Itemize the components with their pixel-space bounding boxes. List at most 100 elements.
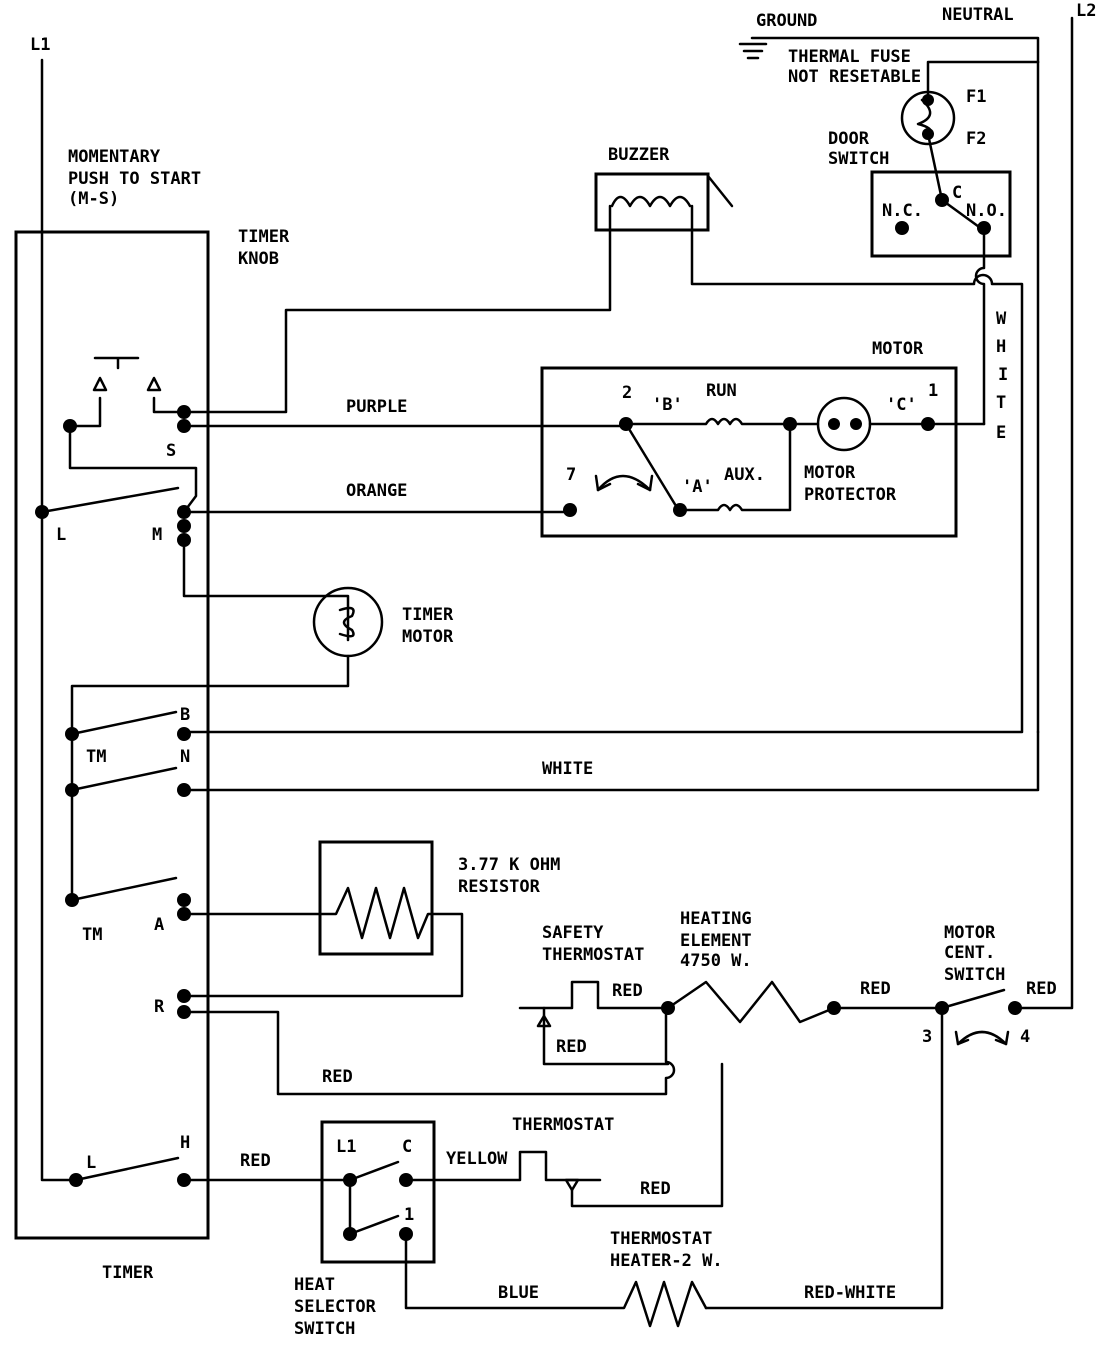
label-timer-motor: TIMER	[402, 605, 454, 625]
label-mc-3: 3	[922, 1027, 932, 1047]
door-switch-nc	[895, 221, 909, 235]
label-heat-selector: HEAT	[294, 1275, 335, 1295]
label-door-switch-2: SWITCH	[828, 149, 889, 169]
resistor-box	[318, 840, 434, 956]
label-motor: MOTOR	[872, 339, 924, 359]
l2-line	[1013, 16, 1074, 1010]
run-winding	[624, 417, 792, 426]
label-motor-a: 'A'	[682, 477, 713, 497]
motor-protector	[816, 396, 872, 452]
resistor	[177, 840, 676, 1096]
momentary-switch	[63, 356, 628, 514]
label-white-v-2: I	[998, 365, 1008, 385]
label-a: A	[154, 915, 164, 935]
motor-centrifugal-switch	[704, 988, 1022, 1310]
door-switch-blade	[940, 198, 988, 234]
label-safety-thermostat-2: THERMOSTAT	[542, 945, 644, 965]
label-timer-knob-2: KNOB	[238, 249, 279, 269]
buzzer-wire-right	[182, 204, 1024, 734]
label-white-v-4: E	[996, 423, 1006, 443]
label-resistor-2: RESISTOR	[458, 877, 541, 897]
label-b: B	[180, 705, 190, 725]
label-timer-knob: TIMER	[238, 227, 290, 247]
label-motor-cent-2: CENT.	[944, 943, 995, 963]
label-red-3: RED	[860, 979, 891, 999]
label-red-6: RED	[240, 1151, 271, 1171]
fuse-link	[916, 98, 932, 136]
label-red-5: RED	[322, 1067, 353, 1087]
label-hs-l1: L1	[336, 1137, 356, 1157]
label-thermostat: THERMOSTAT	[512, 1115, 614, 1135]
timer-contacts-tm	[65, 710, 1040, 921]
label-tm: TM	[86, 747, 106, 767]
label-red-1: RED	[612, 981, 643, 1001]
door-switch-box	[870, 170, 1012, 258]
label-motor-2: 2	[622, 383, 632, 403]
label-heating-element: HEATING	[680, 909, 752, 929]
labels: L1 L2 GROUND NEUTRAL THERMAL FUSE NOT RE…	[30, 1, 1096, 1339]
motor-rotation-arrow	[596, 474, 652, 492]
timer-motor	[70, 586, 384, 902]
label-red-7: RED	[640, 1179, 671, 1199]
fuse-feed	[926, 60, 1040, 102]
label-purple: PURPLE	[346, 397, 407, 417]
label-white-h: WHITE	[542, 759, 593, 779]
label-thermostat-heater-2: HEATER-2 W.	[610, 1251, 723, 1271]
buzzer-box	[594, 172, 710, 232]
label-red-white: RED-WHITE	[804, 1283, 896, 1303]
label-red-2: RED	[556, 1037, 587, 1057]
heating-element	[666, 980, 942, 1024]
power-lines	[40, 16, 1074, 1182]
label-heat-selector-3: SWITCH	[294, 1319, 355, 1339]
yellow-wire	[404, 1150, 602, 1182]
heat-selector-box	[320, 1120, 436, 1264]
label-hs-1: 1	[404, 1205, 414, 1225]
label-l2: L2	[1076, 1, 1096, 21]
label-momentary: MOMENTARY	[68, 147, 161, 167]
label-neutral: NEUTRAL	[942, 5, 1014, 25]
label-blue: BLUE	[498, 1283, 539, 1303]
label-l1: L1	[30, 35, 50, 55]
label-motor-protector-2: PROTECTOR	[804, 485, 897, 505]
red-wire-r	[182, 1006, 676, 1096]
label-motor-cent-3: SWITCH	[944, 965, 1005, 985]
label-timer: TIMER	[102, 1263, 154, 1283]
label-l: L	[56, 525, 66, 545]
label-f2: F2	[966, 129, 986, 149]
white-wire-n	[182, 730, 1040, 792]
label-motor-c: 'C'	[886, 395, 917, 415]
label-run: RUN	[706, 381, 737, 401]
label-mc-4: 4	[1020, 1027, 1030, 1047]
label-ms: (M-S)	[68, 189, 119, 209]
label-door-nc: N.C.	[882, 201, 923, 221]
label-buzzer: BUZZER	[608, 145, 670, 165]
door-switch	[870, 170, 1012, 426]
motor-centrifugal-blade	[624, 422, 678, 508]
heat-selector-switch	[320, 1062, 724, 1328]
label-s: S	[166, 441, 176, 461]
label-door-switch: DOOR	[828, 129, 870, 149]
blue-wire	[404, 1232, 708, 1328]
label-tm-2: TM	[82, 925, 102, 945]
label-door-c: C	[952, 183, 962, 203]
label-motor-protector: MOTOR	[804, 463, 856, 483]
label-white-v-0: W	[996, 309, 1007, 329]
safety-thermostat	[518, 980, 675, 1066]
label-motor-7: 7	[566, 465, 576, 485]
label-aux: AUX.	[724, 465, 765, 485]
label-heat-selector-2: SELECTOR	[294, 1297, 377, 1317]
motor-box	[540, 366, 958, 538]
label-motor-1: 1	[928, 381, 938, 401]
label-heating-element-2: ELEMENT	[680, 931, 752, 951]
label-hs-c: C	[402, 1137, 412, 1157]
label-n: N	[180, 747, 190, 767]
label-door-no: N.O.	[966, 201, 1007, 221]
label-safety-thermostat: SAFETY	[542, 923, 604, 943]
label-push-to-start: PUSH TO START	[68, 169, 201, 189]
label-timer-motor-2: MOTOR	[402, 627, 454, 647]
label-white-v-3: T	[996, 393, 1006, 413]
label-r: R	[154, 997, 165, 1017]
label-orange: ORANGE	[346, 481, 407, 501]
label-white-v-1: H	[996, 337, 1006, 357]
